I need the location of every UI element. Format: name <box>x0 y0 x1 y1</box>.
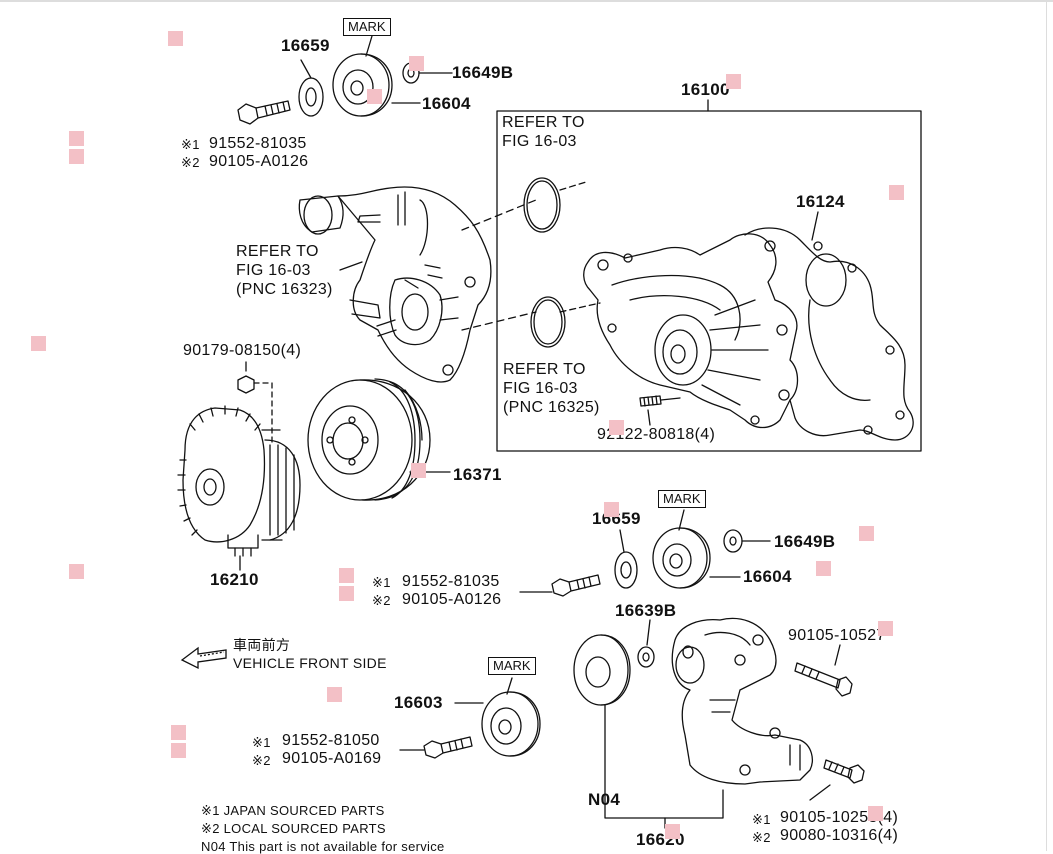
hotspot-marker[interactable] <box>726 74 741 89</box>
label-16639b[interactable]: 16639B <box>615 601 677 620</box>
frame-edge-top <box>0 0 1053 2</box>
label-90105-10527[interactable]: 90105-10527 <box>788 627 886 644</box>
refer-bot-line3: (PNC 16325) <box>503 399 600 416</box>
refer-left-line2: FIG 16-03 <box>236 262 311 279</box>
footnote-n04: N04 This part is not available for servi… <box>201 839 445 854</box>
label-90105-a0169[interactable]: 90105-A0169 <box>282 750 382 767</box>
label-90105-a0126-top[interactable]: 90105-A0126 <box>209 153 309 170</box>
idler-pulley-top[interactable] <box>332 53 393 117</box>
o-ring-upper[interactable] <box>523 177 561 233</box>
stud-92122[interactable] <box>639 395 681 407</box>
symbol-1-mid: ※1 <box>372 575 391 590</box>
nut-90179[interactable] <box>237 375 255 394</box>
hotspot-marker[interactable] <box>339 586 354 601</box>
refer-top-line2: FIG 16-03 <box>502 133 577 150</box>
label-16649b-top[interactable]: 16649B <box>452 63 514 82</box>
bolt-90105-10253[interactable] <box>823 759 865 784</box>
hotspot-marker[interactable] <box>411 463 426 478</box>
hotspot-marker[interactable] <box>168 31 183 46</box>
hotspot-marker[interactable] <box>868 806 883 821</box>
symbol-1-top: ※1 <box>181 137 200 152</box>
symbol-2-br: ※2 <box>752 830 771 845</box>
label-90080-10316[interactable]: 90080-10316(4) <box>780 827 899 844</box>
hotspot-marker[interactable] <box>409 56 424 71</box>
collar-16639b[interactable] <box>637 646 655 668</box>
label-16371[interactable]: 16371 <box>453 465 502 484</box>
washer-16659-top[interactable] <box>298 77 324 117</box>
label-90105-a0126-mid[interactable]: 90105-A0126 <box>402 591 502 608</box>
hotspot-marker[interactable] <box>609 420 624 435</box>
label-16604-mid[interactable]: 16604 <box>743 567 792 586</box>
label-90179-08150[interactable]: 90179-08150(4) <box>183 342 302 359</box>
mark-box-mid: MARK <box>658 490 706 509</box>
label-91552-81035-top[interactable]: 91552-81035 <box>209 135 307 152</box>
hotspot-marker[interactable] <box>69 149 84 164</box>
symbol-2-mid: ※2 <box>372 593 391 608</box>
o-ring-lower[interactable] <box>530 296 566 348</box>
refer-top-line1: REFER TO <box>502 114 585 131</box>
washer-16659-mid[interactable] <box>614 551 638 589</box>
symbol-1-br: ※1 <box>752 812 771 827</box>
bolt-90105-10527[interactable] <box>794 662 853 697</box>
washer-16649b-mid[interactable] <box>723 529 743 553</box>
label-91552-81050[interactable]: 91552-81050 <box>282 732 380 749</box>
symbol-2-top: ※2 <box>181 155 200 170</box>
label-n04[interactable]: N04 <box>588 790 621 809</box>
label-16124[interactable]: 16124 <box>796 192 845 211</box>
refer-left-line1: REFER TO <box>236 243 319 260</box>
hotspot-marker[interactable] <box>69 564 84 579</box>
hotspot-marker[interactable] <box>859 526 874 541</box>
hotspot-marker[interactable] <box>31 336 46 351</box>
hotspot-marker[interactable] <box>339 568 354 583</box>
vehicle-front-arrow-icon <box>180 646 227 670</box>
hotspot-marker[interactable] <box>367 89 382 104</box>
label-92122-80818[interactable]: 92122-80818(4) <box>597 426 716 443</box>
gasket-16124[interactable] <box>744 227 914 441</box>
idler-pulley-n04[interactable] <box>573 634 631 706</box>
refer-left-line3: (PNC 16323) <box>236 281 333 298</box>
hotspot-marker[interactable] <box>665 824 680 839</box>
hotspot-marker[interactable] <box>171 725 186 740</box>
hotspot-marker[interactable] <box>889 185 904 200</box>
bolt-low[interactable] <box>423 736 473 759</box>
label-16604-top[interactable]: 16604 <box>422 94 471 113</box>
footnote-local-sourced: ※2 LOCAL SOURCED PARTS <box>201 821 386 836</box>
refer-bot-line1: REFER TO <box>503 361 586 378</box>
bolt-mid[interactable] <box>551 574 601 597</box>
idler-pulley-16603[interactable] <box>481 691 541 757</box>
vehicle-front-jp: 車両前方 <box>233 637 291 653</box>
hotspot-marker[interactable] <box>171 743 186 758</box>
vehicle-front-en: VEHICLE FRONT SIDE <box>233 655 387 671</box>
tensioner-16620[interactable] <box>671 617 813 785</box>
pulley-16371[interactable] <box>307 378 431 501</box>
mark-box-top: MARK <box>343 18 391 37</box>
water-pump-assembly-box <box>496 110 922 452</box>
footnote-japan-sourced: ※1 JAPAN SOURCED PARTS <box>201 803 385 818</box>
label-16100[interactable]: 16100 <box>681 80 730 99</box>
hotspot-marker[interactable] <box>604 502 619 517</box>
symbol-2-low: ※2 <box>252 753 271 768</box>
label-91552-81035-mid[interactable]: 91552-81035 <box>402 573 500 590</box>
water-inlet-housing[interactable] <box>298 186 492 383</box>
label-16603[interactable]: 16603 <box>394 693 443 712</box>
hotspot-marker[interactable] <box>327 687 342 702</box>
refer-bot-line2: FIG 16-03 <box>503 380 578 397</box>
bolt-top[interactable] <box>237 100 291 125</box>
label-16210[interactable]: 16210 <box>210 570 259 589</box>
hotspot-marker[interactable] <box>878 621 893 636</box>
symbol-1-low: ※1 <box>252 735 271 750</box>
hotspot-marker[interactable] <box>69 131 84 146</box>
label-16649b-mid[interactable]: 16649B <box>774 532 836 551</box>
water-pump[interactable] <box>583 233 799 429</box>
label-16659-top[interactable]: 16659 <box>281 36 330 55</box>
hotspot-marker[interactable] <box>816 561 831 576</box>
idler-pulley-mid[interactable] <box>652 527 711 589</box>
frame-edge-right <box>1046 0 1047 851</box>
fluid-coupling-16210[interactable] <box>177 405 301 557</box>
mark-box-low: MARK <box>488 657 536 676</box>
